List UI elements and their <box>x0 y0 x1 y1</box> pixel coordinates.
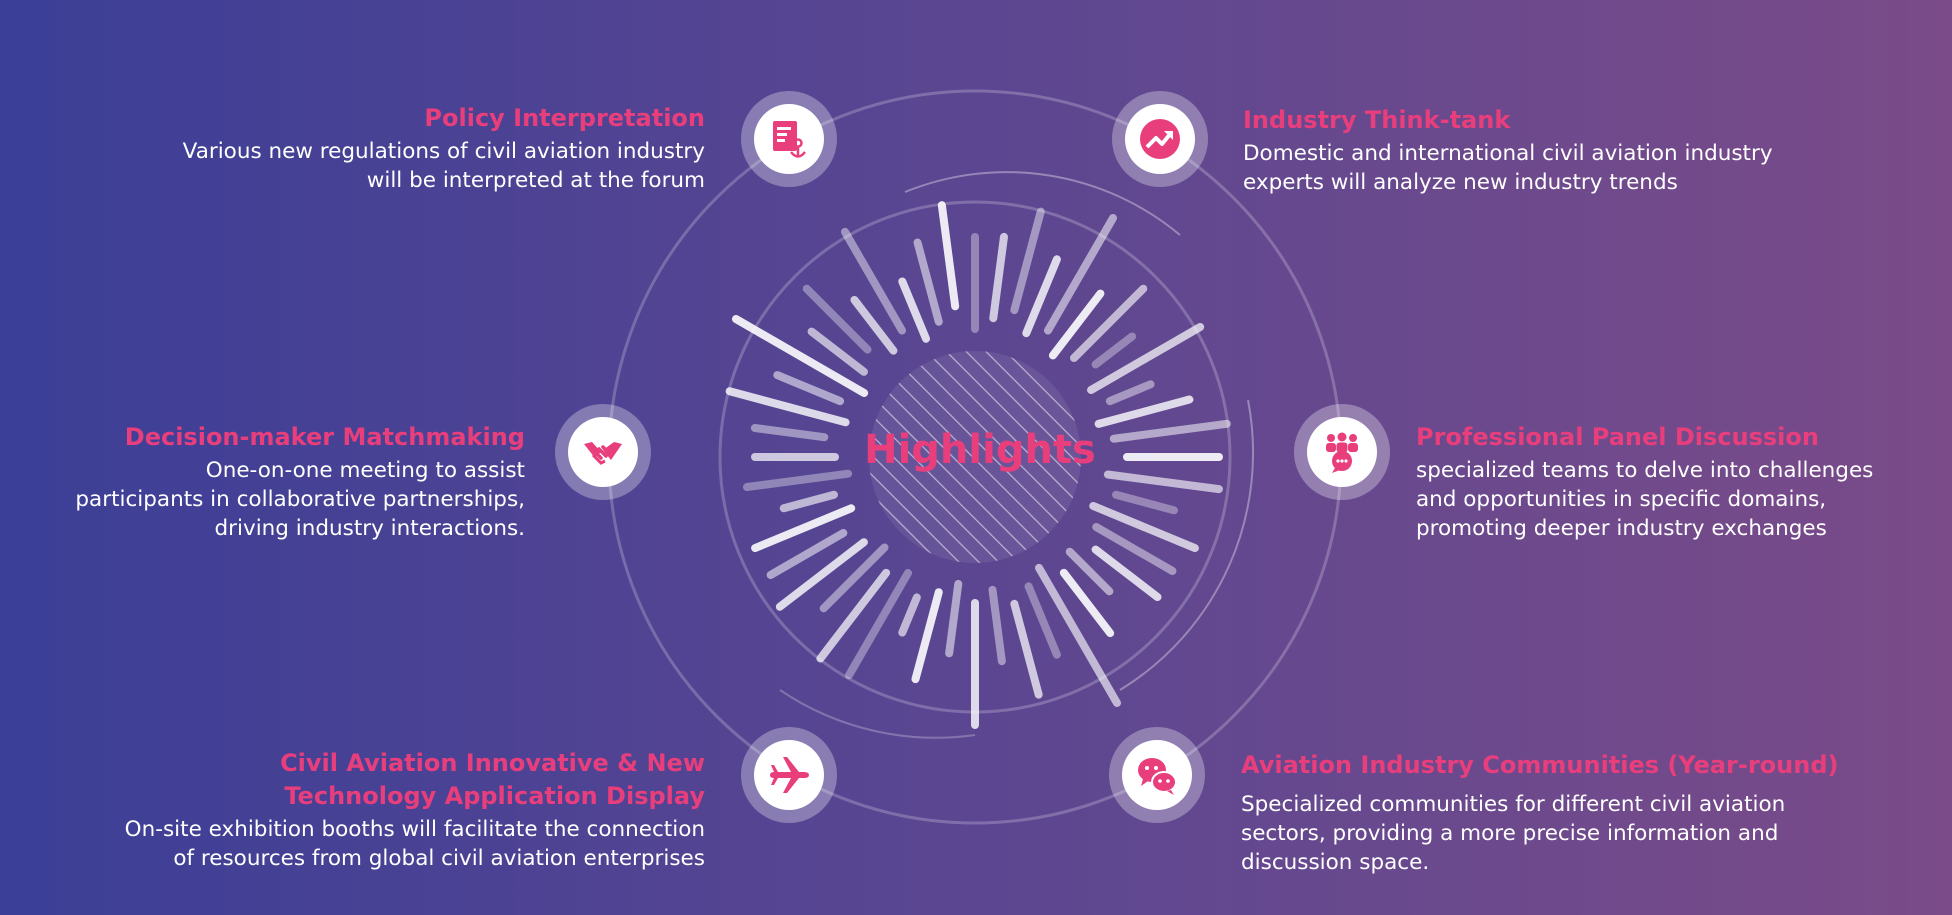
burst-ray <box>1059 568 1115 638</box>
hatched-core <box>869 351 1081 563</box>
communities-desc: Specialized communities for different ci… <box>1241 792 1786 875</box>
burst-ray <box>802 284 872 354</box>
burst-ray <box>1069 284 1148 363</box>
burst-ray <box>937 201 960 311</box>
burst-ray <box>945 579 963 658</box>
panel-title: Professional Panel Discussion <box>1416 423 1819 451</box>
burst-ray <box>850 295 898 355</box>
orbit-arc-right <box>1119 399 1255 691</box>
burst-ray <box>1105 380 1155 406</box>
matchmaking-badge <box>555 404 651 500</box>
burst-ray <box>750 424 829 442</box>
policy-badge <box>741 91 837 187</box>
burst-ray <box>841 227 906 335</box>
group-chat-icon <box>1326 432 1358 473</box>
burst-ray <box>1112 490 1178 515</box>
burst-ray <box>1044 213 1117 335</box>
airplane-icon <box>770 757 809 793</box>
matchmaking-desc: One-on-one meeting to assist participant… <box>75 458 525 541</box>
burst-ray <box>751 504 856 553</box>
burst-ray <box>819 543 889 613</box>
innovation-badge <box>741 727 837 823</box>
thinktank-block: Industry Think-tank Domestic and interna… <box>1243 104 1883 197</box>
policy-block: Policy Interpretation Various new regula… <box>100 102 705 195</box>
burst-ray <box>807 327 868 376</box>
burst-ray <box>766 529 848 579</box>
thinktank-title: Industry Think-tank <box>1243 106 1511 134</box>
policy-desc: Various new regulations of civil aviatio… <box>182 139 705 193</box>
burst-ray <box>731 315 869 397</box>
burst-ray <box>1024 582 1061 659</box>
burst-ray <box>911 588 943 684</box>
thinktank-badge <box>1112 91 1208 187</box>
thinktank-desc: Domestic and international civil aviatio… <box>1243 141 1773 195</box>
matchmaking-title: Decision-maker Matchmaking <box>124 423 525 451</box>
orbit-arc-bottom <box>779 689 976 739</box>
policy-title: Policy Interpretation <box>424 104 705 132</box>
innovation-title: Civil Aviation Innovative & New Technolo… <box>280 749 705 810</box>
panel-desc: specialized teams to delve into challeng… <box>1416 458 1874 541</box>
burst-ray <box>1091 545 1162 602</box>
trend-up-icon <box>1140 119 1180 159</box>
burst-ray <box>898 593 921 637</box>
burst-ray <box>1010 207 1045 315</box>
burst-ray <box>742 469 853 492</box>
wechat-icon <box>1138 758 1177 795</box>
document-anchor-icon <box>773 121 806 158</box>
burst-ray <box>1103 470 1223 494</box>
communities-title: Aviation Industry Communities (Year-roun… <box>1241 751 1839 779</box>
matchmaking-block: Decision-maker Matchmaking One-on-one me… <box>20 421 525 543</box>
burst-ray <box>779 490 838 513</box>
burst-ray <box>1109 419 1231 443</box>
burst-ray <box>1089 501 1199 553</box>
burst-ray <box>989 232 1008 323</box>
innovation-block: Civil Aviation Innovative & New Technolo… <box>40 747 705 873</box>
radial-burst <box>725 201 1231 729</box>
panel-block: Professional Panel Discussion specialize… <box>1416 421 1926 543</box>
panel-badge <box>1294 404 1390 500</box>
communities-block: Aviation Industry Communities (Year-roun… <box>1241 749 1921 877</box>
innovation-desc: On-site exhibition booths will facilitat… <box>124 817 705 871</box>
burst-ray <box>1092 523 1177 575</box>
burst-ray <box>845 569 912 680</box>
burst-ray <box>1010 599 1043 699</box>
burst-ray <box>1087 323 1205 394</box>
highlights-title: Highlights <box>864 427 1096 473</box>
burst-ray <box>988 585 1006 666</box>
burst-ray <box>1022 255 1061 338</box>
burst-ray <box>1035 563 1121 707</box>
burst-ray <box>1065 547 1114 596</box>
burst-ray <box>773 371 845 406</box>
burst-ray <box>913 238 943 326</box>
burst-ray <box>816 568 891 663</box>
burst-ray <box>775 538 868 611</box>
burst-ray <box>1048 289 1105 360</box>
communities-badge <box>1109 727 1205 823</box>
burst-ray <box>1091 332 1137 369</box>
burst-ray <box>898 277 931 343</box>
burst-ray <box>725 387 850 427</box>
burst-ray <box>1094 395 1194 428</box>
orbit-arc-top <box>904 171 1181 236</box>
handshake-icon <box>584 442 622 465</box>
